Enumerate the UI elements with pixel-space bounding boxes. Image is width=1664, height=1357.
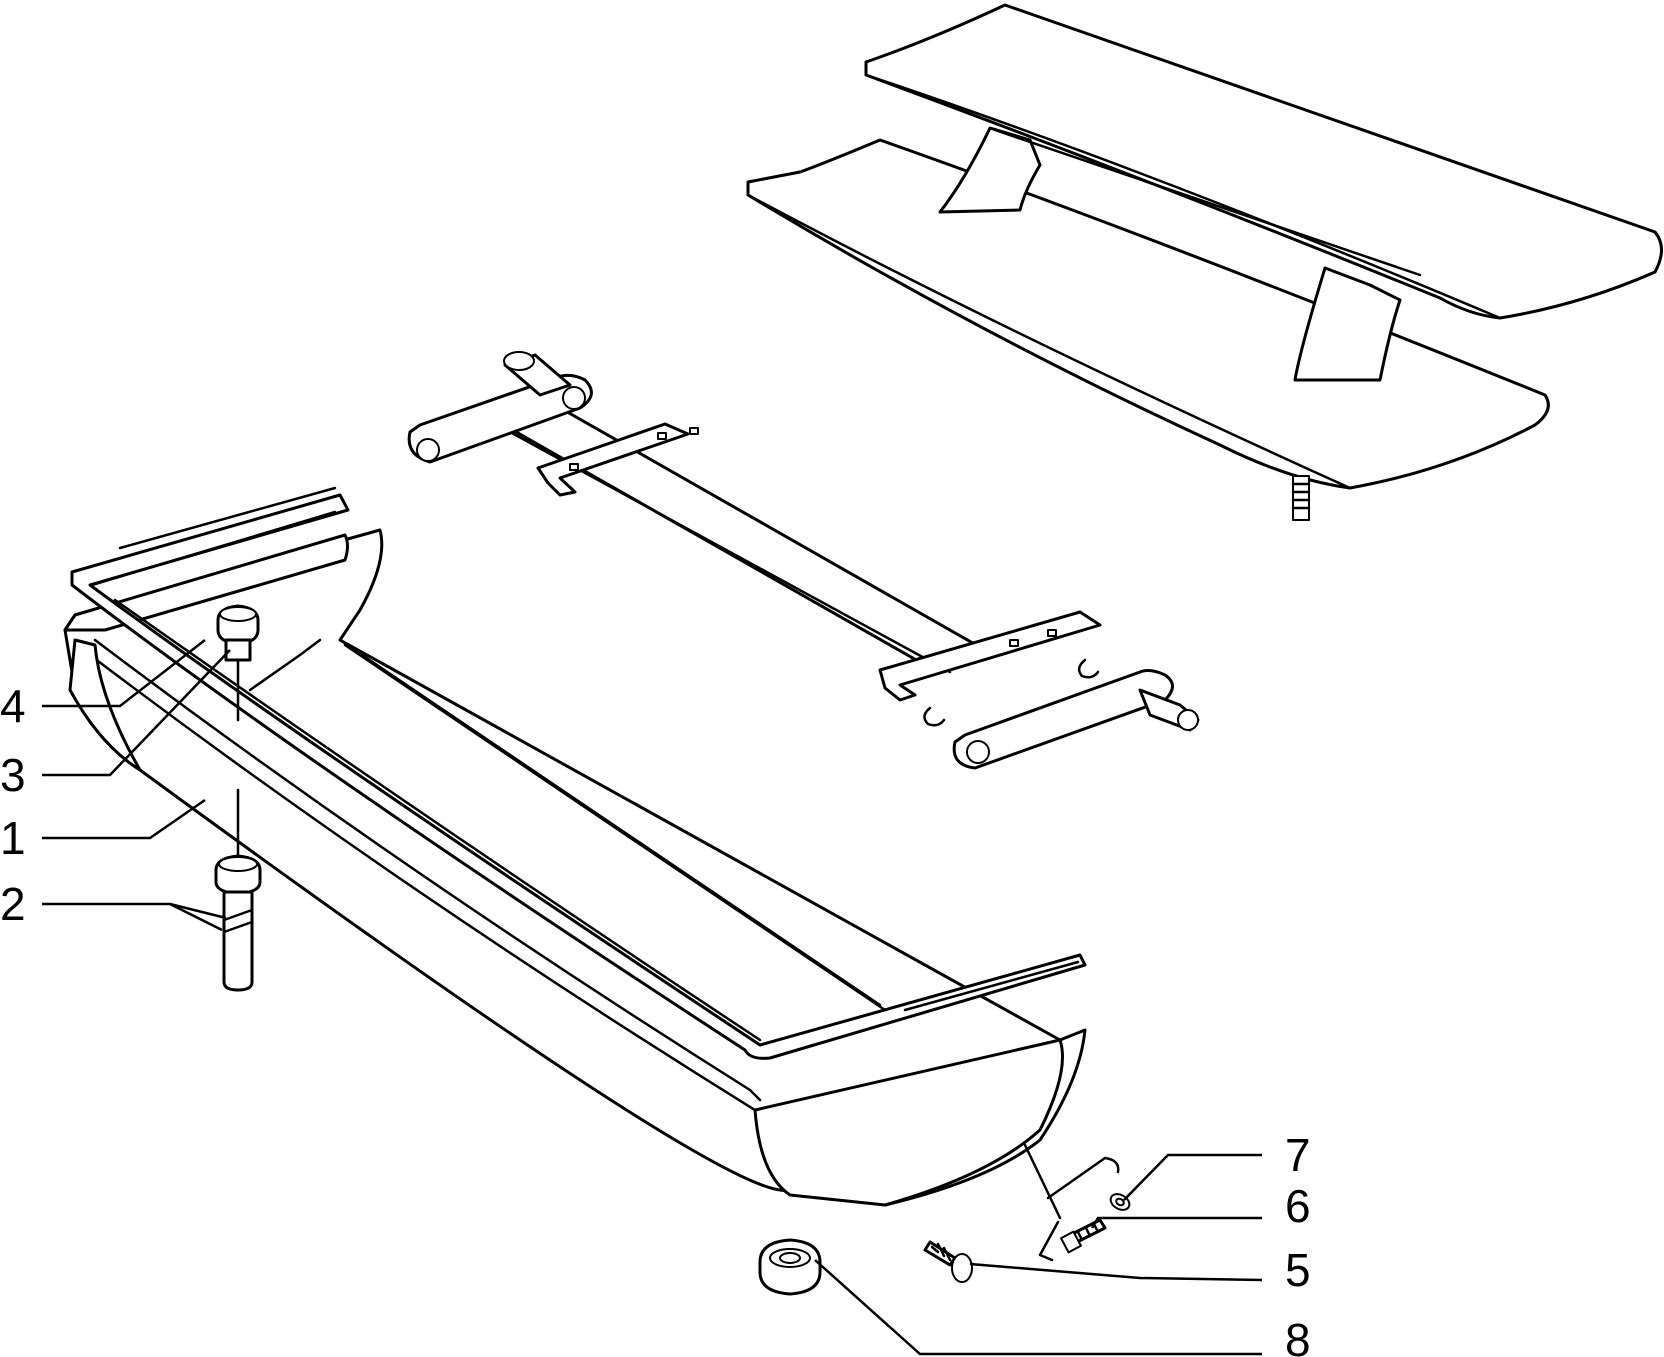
lower-pin-part-2: [214, 788, 262, 992]
callout-6: 6: [1285, 1180, 1311, 1232]
callout-1: 1: [0, 812, 26, 864]
callout-5: 5: [1285, 1244, 1311, 1296]
rear-spoiler-wing: [746, 3, 1663, 521]
callout-4: 4: [0, 680, 26, 732]
leader-lines: [42, 639, 1263, 1356]
fastener-bracket-lines: [1023, 1143, 1120, 1262]
callout-2: 2: [0, 878, 26, 930]
screw-part-5: [923, 1240, 973, 1283]
callout-8: 8: [1285, 1314, 1311, 1357]
mounting-frame-bracket: [407, 351, 1200, 770]
bolt-part-6: [1060, 1218, 1107, 1254]
bumper-seal-trim: [70, 486, 1087, 1060]
callout-7: 7: [1285, 1129, 1311, 1181]
upper-bush-part-3: [216, 604, 260, 722]
grommet-part-8: [758, 1238, 822, 1296]
callout-labels: 4 3 1 2 7 6 5 8: [0, 680, 1311, 1357]
callout-3: 3: [0, 749, 26, 801]
